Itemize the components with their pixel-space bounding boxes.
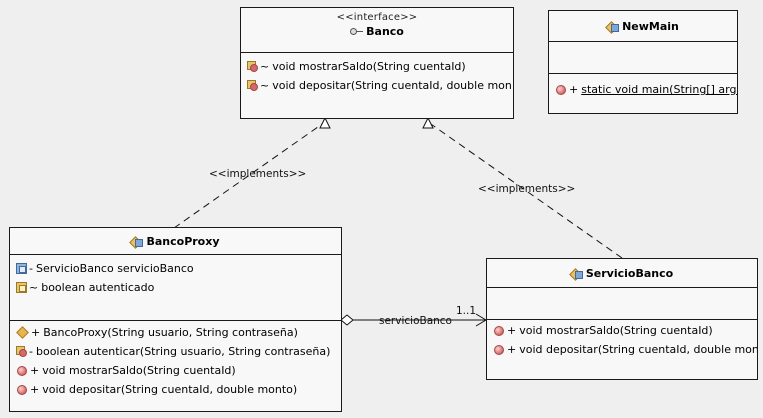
public-method-icon [494,344,504,355]
class-name: BancoProxy [146,235,220,248]
attribute-row[interactable]: ~ boolean autenticado [16,278,341,297]
operation-signature: void mostrarSaldo(String cuentaId) [519,324,713,337]
class-serviciobanco[interactable]: ServicioBanco + void mostrarSaldo(String… [486,258,758,380]
interface-stereotype: <<interface>> [336,12,418,23]
public-method-icon [556,84,566,95]
class-name: Banco [366,25,404,38]
operations-section: + BancoProxy(String usuario, String cont… [10,321,341,399]
class-newmain-header: NewMain [549,11,737,42]
operation-row[interactable]: + void mostrarSaldo(String cuentaId) [493,321,757,340]
class-icon [129,236,144,249]
implements-line-serviciobanco [427,121,623,259]
operations-section: ~ void mostrarSaldo(String cuentaId) ~ v… [241,53,513,95]
operation-row[interactable]: - boolean autenticar(String usuario, Str… [16,342,341,361]
interface-banco[interactable]: <<interface>> Banco ~ void mostrarSaldo(… [240,7,514,119]
interface-banco-header: <<interface>> Banco [241,8,513,53]
operation-row[interactable]: + void depositar(String cuentaId, double… [493,340,757,359]
attributes-section: - ServicioBanco servicioBanco ~ boolean … [10,255,341,321]
attributes-section [487,288,757,320]
operation-signature: void depositar(String cuentaId, double m… [519,343,758,356]
attribute-row[interactable]: - ServicioBanco servicioBanco [16,259,341,278]
operation-signature: void mostrarSaldo(String cuentaId) [42,364,236,377]
operation-signature: void mostrarSaldo(String cuentaId) [272,60,466,73]
operation-signature: void depositar(String cuentaId, double m… [272,79,512,92]
package-field-icon [16,282,27,293]
operations-section: + static void main(String[] args [549,74,737,99]
association-role-label: servicioBanco [379,315,452,327]
package-method-icon [247,61,258,72]
class-icon [568,268,583,281]
public-method-icon [17,384,27,395]
aggregation-diamond [340,314,354,326]
package-method-icon [247,80,258,91]
attribute-text: ServicioBanco servicioBanco [35,262,194,275]
constructor-icon [16,326,29,339]
operation-row[interactable]: + static void main(String[] args [555,80,737,99]
operation-signature: void depositar(String cuentaId, double m… [42,383,298,396]
operation-signature: BancoProxy(String usuario, String contra… [43,326,298,339]
operation-row[interactable]: ~ void depositar(String cuentaId, double… [247,76,513,95]
private-field-icon [16,263,27,274]
implements-arrowhead-bancoproxy [319,116,331,129]
operation-row[interactable]: + void depositar(String cuentaId, double… [16,380,341,399]
class-bancoproxy-header: BancoProxy [10,228,341,255]
class-name: NewMain [622,20,679,33]
implements-line-bancoproxy [173,121,326,229]
operation-row[interactable]: + BancoProxy(String usuario, String cont… [16,323,341,342]
class-name: ServicioBanco [585,267,674,280]
operation-row[interactable]: ~ void mostrarSaldo(String cuentaId) [247,57,513,76]
operation-signature: boolean autenticar(String usuario, Strin… [35,345,331,358]
implements-label-right: <<implements>> [478,183,575,195]
interface-icon [350,28,364,35]
class-serviciobanco-header: ServicioBanco [487,259,757,288]
class-bancoproxy[interactable]: BancoProxy - ServicioBanco servicioBanco… [9,227,342,412]
attributes-section [549,42,737,74]
implements-label-left: <<implements>> [209,168,306,180]
class-newmain[interactable]: NewMain + static void main(String[] args [548,10,738,114]
private-method-icon [16,346,27,357]
class-icon [605,21,620,34]
operation-signature: static void main(String[] args [581,83,738,96]
operations-section: + void mostrarSaldo(String cuentaId) + v… [487,320,757,359]
association-multiplicity-label: 1..1 [456,305,476,317]
public-method-icon [17,365,27,376]
public-method-icon [494,325,504,336]
operation-row[interactable]: + void mostrarSaldo(String cuentaId) [16,361,341,380]
implements-arrowhead-serviciobanco [422,116,434,129]
attribute-text: boolean autenticado [41,281,155,294]
